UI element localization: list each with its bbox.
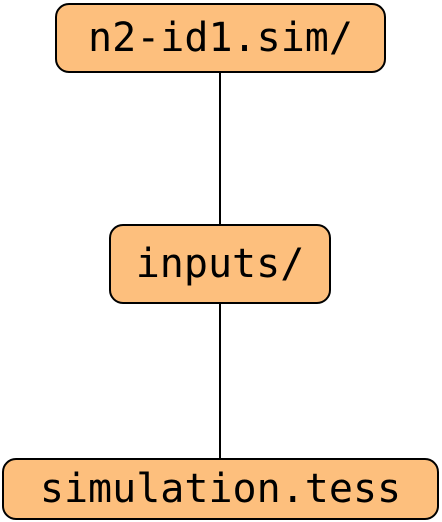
tree-edge-root-to-inputs	[219, 72, 221, 224]
tree-node-inputs-directory: inputs/	[109, 224, 331, 304]
tree-edge-inputs-to-tess	[219, 303, 221, 458]
tree-node-root-directory: n2-id1.sim/	[55, 3, 386, 73]
tree-node-simulation-file: simulation.tess	[2, 458, 439, 520]
